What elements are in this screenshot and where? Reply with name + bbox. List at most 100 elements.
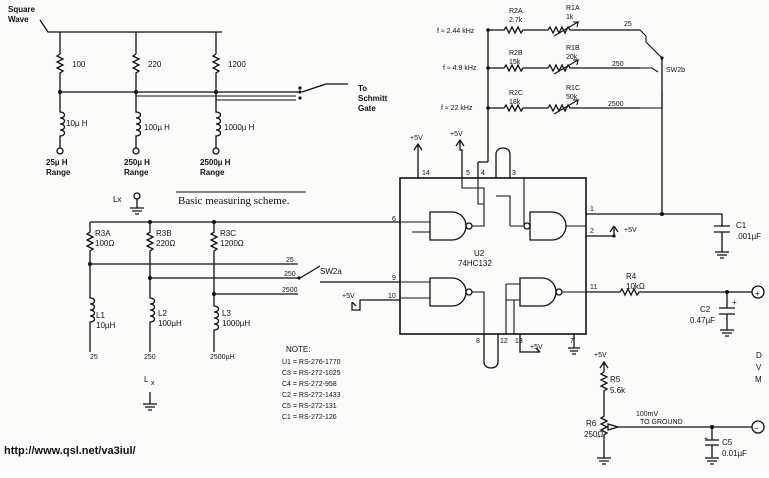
ic-refdes: U2 xyxy=(474,249,485,258)
note-item-5: C5 = RS-272-131 xyxy=(282,403,337,410)
c5-label: C5 xyxy=(722,438,733,447)
dvm-positive-terminal xyxy=(751,285,765,299)
oscillator-section: f ≈ 2.44 kHz f ≈ 4.9 kHz f ≈ 22 kHz R2A … xyxy=(437,5,685,214)
r3a-value: 100Ω xyxy=(95,239,114,248)
lx-label: Lx xyxy=(113,195,121,204)
l3-label: L3 xyxy=(222,309,231,318)
gnd-note-line2: TO GROUND xyxy=(640,419,683,426)
resistor-220-label: 220 xyxy=(148,60,162,69)
r1c-value: 50k xyxy=(566,94,578,101)
tap-250-label: 250 xyxy=(612,61,624,68)
to-schmitt-line1: To xyxy=(358,84,367,93)
l1-label: L1 xyxy=(96,311,105,320)
pin-6: 6 xyxy=(392,216,396,223)
c5-value: 0.01µF xyxy=(722,449,747,458)
dvm-minus-sign: − xyxy=(754,424,759,433)
inductor-100uh-label: 100µ H xyxy=(144,123,170,132)
note-item-4: C2 = RS-272-1433 xyxy=(282,392,341,399)
l1-value: 10µH xyxy=(96,321,116,330)
lower-lx-label: L xyxy=(144,375,149,384)
pin-3: 3 xyxy=(512,170,516,177)
notes-title: NOTE: xyxy=(286,345,310,354)
r2a-label: R2A xyxy=(509,8,523,15)
range-25-line2: Range xyxy=(46,168,71,177)
inductor-1000uh-label: 1000µ H xyxy=(224,123,255,132)
sw2a-tap-250: 250 xyxy=(284,271,296,278)
pin-4: 4 xyxy=(481,170,485,177)
c2-plus: + xyxy=(732,298,737,307)
vcc-pin13: +5V xyxy=(530,344,543,351)
ic-u2: U2 74HC132 +5V 14 +5V 5 4 3 6 1 2 +5V xyxy=(342,131,664,369)
vcc-pin14: +5V xyxy=(410,135,423,142)
r6-label: R6 xyxy=(586,419,597,428)
r3c-label: R3C xyxy=(220,229,236,238)
r2b-label: R2B xyxy=(509,50,523,57)
dvm-label-v: V xyxy=(756,363,762,372)
pin-9: 9 xyxy=(392,275,396,282)
r2b-value: 15k xyxy=(509,59,521,66)
vcc-pin2: +5V xyxy=(624,227,637,234)
r3a-label: R3A xyxy=(95,229,111,238)
r2c-value: 18k xyxy=(509,99,521,106)
bottom-tap-250: 250 xyxy=(144,354,156,361)
r1c-label: R1C xyxy=(566,85,580,92)
c2-label: C2 xyxy=(700,305,711,314)
note-item-2: C3 = RS-272-1025 xyxy=(282,370,341,377)
range-250-line2: Range xyxy=(124,168,149,177)
r5-label: R5 xyxy=(610,375,621,384)
pin-8: 8 xyxy=(476,338,480,345)
r1a-label: R1A xyxy=(566,5,580,12)
range-network: R3A 100Ω R3B 220Ω R3C 1200Ω 25 250 2500 … xyxy=(85,220,400,411)
l2-label: L2 xyxy=(158,309,167,318)
resistor-1200-label: 1200 xyxy=(228,60,246,69)
pin-5: 5 xyxy=(466,170,470,177)
dvm-label-d: D xyxy=(756,351,762,360)
freq-2-44khz: f ≈ 2.44 kHz xyxy=(437,28,475,35)
r2c-label: R2C xyxy=(509,90,523,97)
l2-value: 100µH xyxy=(158,319,182,328)
vcc-pin10: +5V xyxy=(342,293,355,300)
range-25-line1: 25µ H xyxy=(46,158,68,167)
tap-25-label: 25 xyxy=(624,21,632,28)
inductor-10uh-label: 10µ H xyxy=(66,119,88,128)
lower-lx-subscript: x xyxy=(151,380,155,387)
sw2a-label: SW2a xyxy=(320,267,342,276)
to-schmitt-line3: Gate xyxy=(358,104,376,113)
c1-value: .001µF xyxy=(736,232,761,241)
r4-label: R4 xyxy=(626,272,637,281)
freq-22khz: f ≈ 22 kHz xyxy=(441,105,473,112)
sw2a-tap-25: 25 xyxy=(286,257,294,264)
note-item-6: C1 = RS-272-126 xyxy=(282,414,337,421)
range-250-line1: 250µ H xyxy=(124,158,150,167)
note-item-3: C4 = RS-272-958 xyxy=(282,381,337,388)
pin-1: 1 xyxy=(590,206,594,213)
r6-value: 250Ω xyxy=(584,430,603,439)
r1a-value: 1k xyxy=(566,14,574,21)
c2-value: 0.47µF xyxy=(690,316,715,325)
basic-measuring-scheme: Square Wave 100 220 1200 To Schmitt Gate… xyxy=(8,5,388,215)
r4-value: 10kΩ xyxy=(626,282,645,291)
c1-label: C1 xyxy=(736,221,747,230)
vcc-pin5: +5V xyxy=(450,131,463,138)
input-label-line1: Square xyxy=(8,5,36,14)
pin-2: 2 xyxy=(590,228,594,235)
pin-7: 7 xyxy=(570,338,574,345)
pin-14: 14 xyxy=(422,170,430,177)
bottom-tap-2500: 2500µH xyxy=(210,354,235,361)
c5-plus: + xyxy=(704,436,708,443)
sw2a-tap-2500: 2500 xyxy=(282,287,298,294)
tap-2500-label: 2500 xyxy=(608,101,624,108)
parts-notes: NOTE: U1 = RS-276-1770 C3 = RS-272-1025 … xyxy=(282,345,341,421)
dvm-label-m: M xyxy=(755,375,762,384)
r1b-value: 20k xyxy=(566,54,578,61)
to-schmitt-line2: Schmitt xyxy=(358,94,388,103)
input-label-line2: Wave xyxy=(8,15,29,24)
source-url[interactable]: http://www.qsl.net/va3iul/ xyxy=(4,445,136,457)
output-section: C1 .001µF R4 10kΩ + C2 0.47µF + D V M − … xyxy=(584,213,765,465)
dvm-plus-sign: + xyxy=(755,289,760,298)
r3b-label: R3B xyxy=(156,229,172,238)
pin-13: 13 xyxy=(515,338,523,345)
pin-11: 11 xyxy=(590,284,597,291)
